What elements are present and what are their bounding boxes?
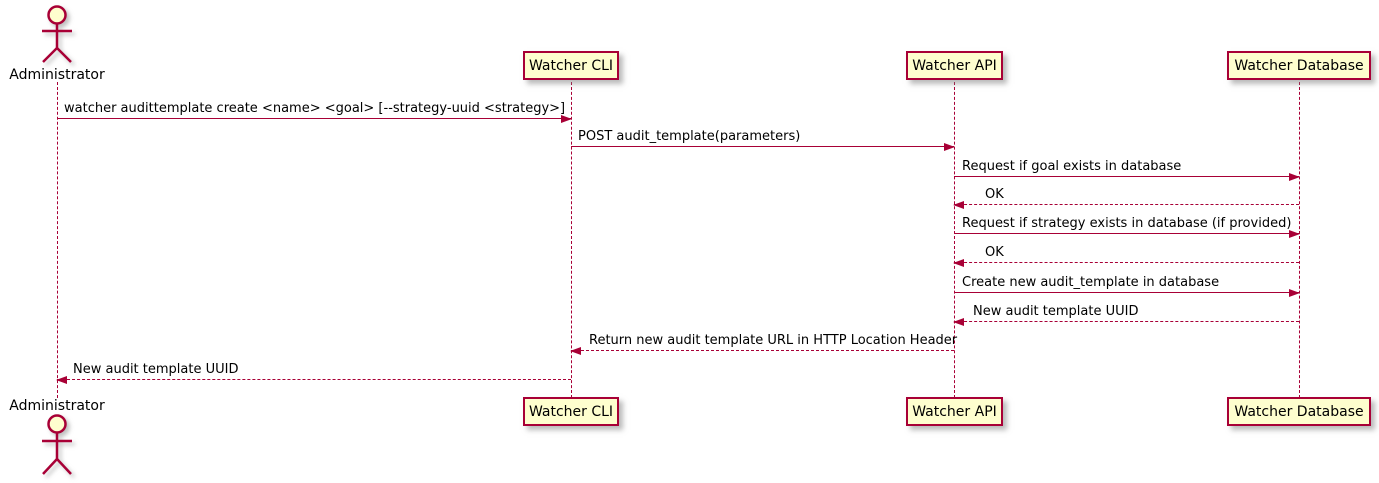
message-create-new-audit-template: Create new audit_template in database xyxy=(954,274,1300,297)
message-label: New audit template UUID xyxy=(73,362,239,377)
arrowhead-left-icon xyxy=(953,258,964,267)
actor-icon xyxy=(42,5,72,63)
arrowhead-left-icon xyxy=(570,346,581,355)
message-label: watcher audittemplate create <name> <goa… xyxy=(64,101,566,116)
participant-watcher-cli-top: Watcher CLI xyxy=(523,51,619,80)
lifeline-watcher-cli xyxy=(571,82,572,398)
message-post-audit-template: POST audit_template(parameters) xyxy=(571,128,955,151)
message-label: Request if goal exists in database xyxy=(962,159,1182,174)
arrowhead-right-icon xyxy=(561,114,572,123)
message-label: New audit template UUID xyxy=(973,304,1139,319)
lifeline-watcher-database xyxy=(1299,82,1300,398)
participant-watcher-database-top: Watcher Database xyxy=(1227,51,1371,80)
participant-watcher-database-bottom: Watcher Database xyxy=(1227,397,1371,426)
actor-icon xyxy=(42,414,72,475)
lifeline-watcher-api xyxy=(954,82,955,398)
message-label: OK xyxy=(985,245,1004,260)
message-label: Create new audit_template in database xyxy=(962,275,1220,290)
arrowhead-left-icon xyxy=(953,200,964,209)
arrowhead-right-icon xyxy=(1289,288,1300,297)
message-request-strategy-exists: Request if strategy exists in database (… xyxy=(954,215,1300,238)
message-label: OK xyxy=(985,187,1004,202)
arrowhead-right-icon xyxy=(1289,229,1300,238)
message-ok-goal: OK xyxy=(953,186,1299,209)
message-label: Request if strategy exists in database (… xyxy=(962,216,1292,231)
lifeline-administrator xyxy=(57,82,58,398)
message-request-goal-exists: Request if goal exists in database xyxy=(954,158,1300,181)
arrowhead-right-icon xyxy=(1289,172,1300,181)
actor-label-top: Administrator xyxy=(9,67,105,83)
participant-watcher-cli-bottom: Watcher CLI xyxy=(523,397,619,426)
message-label: POST audit_template(parameters) xyxy=(578,129,801,144)
message-label: Return new audit template URL in HTTP Lo… xyxy=(589,333,958,348)
participant-watcher-api-bottom: Watcher API xyxy=(906,397,1003,426)
actor-label-bottom: Administrator xyxy=(9,398,105,414)
arrowhead-left-icon xyxy=(953,317,964,326)
participant-watcher-api-top: Watcher API xyxy=(906,51,1003,80)
arrowhead-right-icon xyxy=(944,142,955,151)
arrowhead-left-icon xyxy=(56,375,67,384)
message-create-audittemplate: watcher audittemplate create <name> <goa… xyxy=(57,100,572,123)
message-ok-strategy: OK xyxy=(953,244,1299,267)
message-new-audit-template-uuid-admin: New audit template UUID xyxy=(56,361,571,384)
message-new-audit-template-uuid-db: New audit template UUID xyxy=(953,303,1299,326)
message-return-url-location-header: Return new audit template URL in HTTP Lo… xyxy=(570,332,958,355)
